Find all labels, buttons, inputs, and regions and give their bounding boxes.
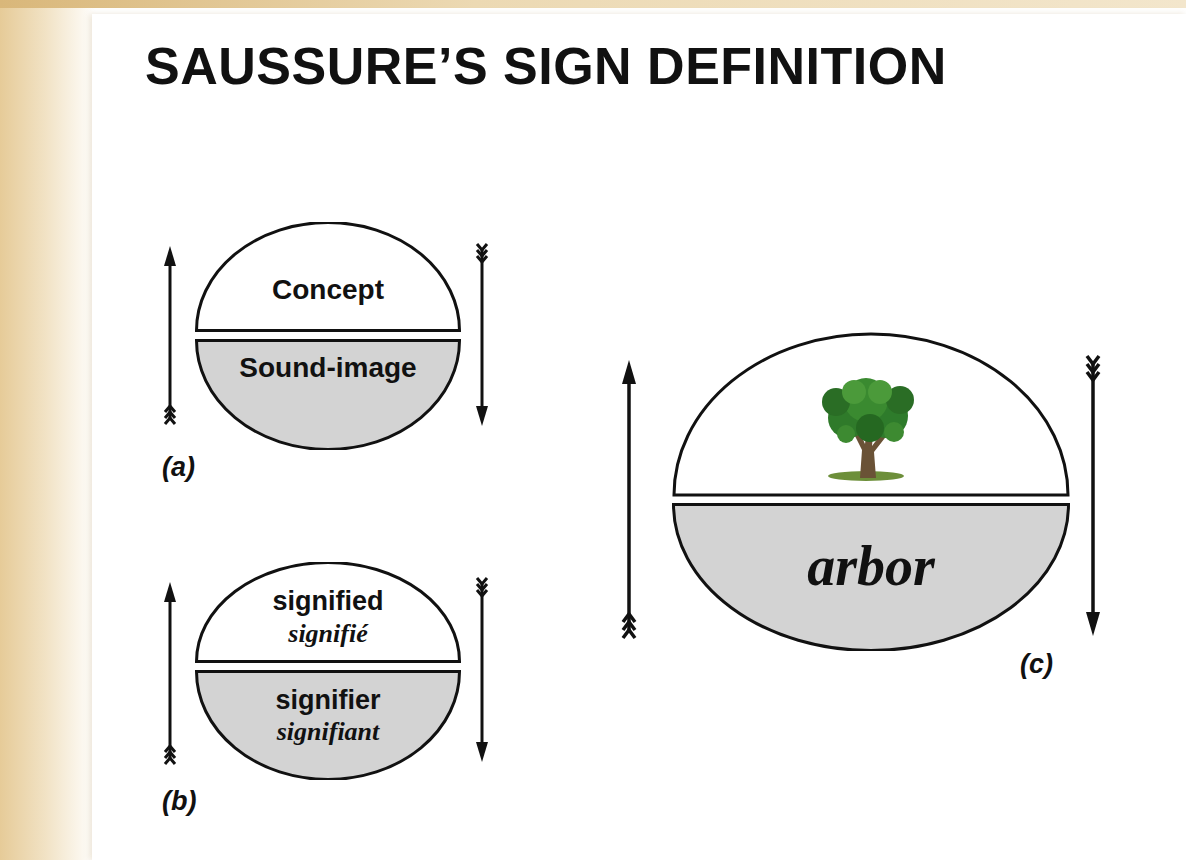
signified-half: [674, 334, 1068, 495]
tree-illustration: [822, 378, 914, 481]
signifier-half: Sound-image: [195, 339, 461, 450]
up-arrow: [165, 598, 175, 764]
signified-half: Concept: [195, 222, 461, 332]
sign-term: signified: [272, 585, 383, 617]
signifier-half: arbor: [672, 503, 1070, 651]
down-arrow: [477, 244, 487, 410]
sign-oval: (a)ConceptSound-image: [195, 222, 461, 450]
sign-oval: (c)arbor: [672, 333, 1070, 651]
french-term: signifiant: [277, 716, 380, 747]
top-bar: [0, 0, 1186, 8]
arrow-head: [164, 582, 176, 602]
arrow-head: [622, 360, 636, 384]
sign-oval: (b)signifiedsignifiésignifiersignifiant: [195, 562, 461, 780]
up-arrow: [623, 380, 635, 638]
sign-term: Sound-image: [239, 351, 416, 385]
arrow-head: [476, 742, 488, 762]
figure-label: (a): [162, 452, 195, 483]
signified-half: signifiedsignifié: [195, 562, 461, 663]
arrow-head: [476, 406, 488, 426]
figure-label: (b): [162, 786, 196, 817]
arrow-head: [1086, 612, 1100, 636]
slide-title: SAUSSURE’S SIGN DEFINITION: [145, 36, 947, 96]
signifier-half: signifiersignifiant: [195, 670, 461, 780]
down-arrow: [1087, 356, 1099, 614]
sign-term: signifier: [275, 684, 380, 716]
french-term: signifié: [288, 618, 367, 649]
up-arrow: [165, 262, 175, 424]
figure-label: (c): [1020, 649, 1053, 680]
down-arrow: [477, 578, 487, 746]
sign-term: Concept: [272, 273, 384, 307]
sign-term: arbor: [807, 533, 935, 600]
arrow-head: [164, 246, 176, 266]
